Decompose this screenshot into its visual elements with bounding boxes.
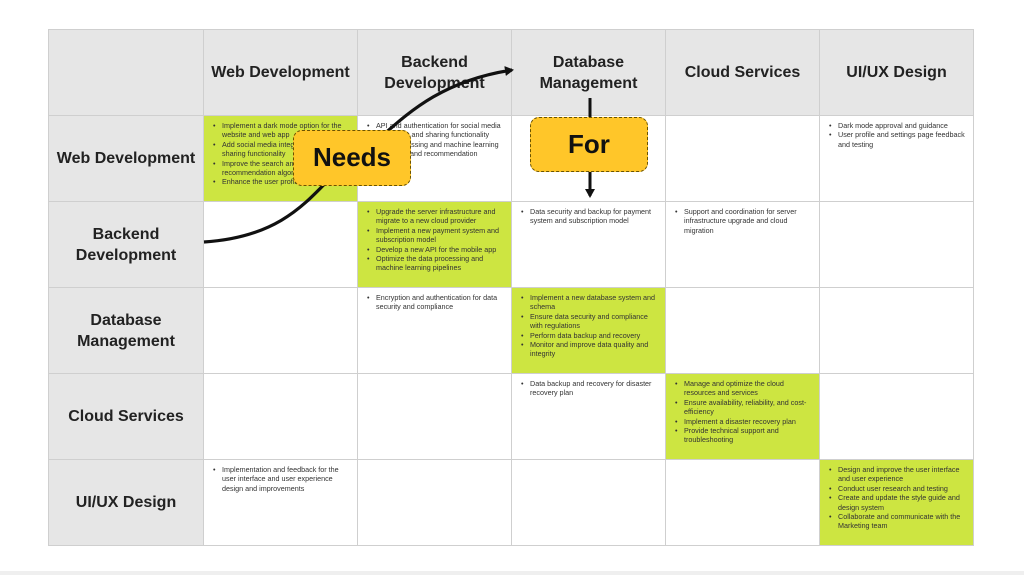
task-item: API and authentication for social media … (367, 121, 505, 140)
row-header: Web Development (48, 115, 204, 202)
row-header: UI/UX Design (48, 459, 204, 546)
task-item: Manage and optimize the cloud resources … (675, 379, 813, 398)
task-item: Create and update the style guide and de… (829, 493, 967, 512)
task-item: Develop a new API for the mobile app (367, 245, 505, 255)
for-label: For (530, 117, 648, 172)
task-item: Provide technical support and troublesho… (675, 426, 813, 445)
dependency-cell: API and authentication for social media … (357, 115, 512, 202)
own-responsibility-cell: Manage and optimize the cloud resources … (665, 373, 820, 460)
dependency-cell: Dark mode approval and guidanceUser prof… (819, 115, 974, 202)
own-responsibility-cell: Implement a new database system and sche… (511, 287, 666, 374)
task-list: Implement a new database system and sche… (512, 288, 665, 359)
dependency-cell (203, 373, 358, 460)
task-item: Enhance the user profile page (213, 177, 351, 187)
task-item: Ensure data security and compliance with… (521, 312, 659, 331)
task-item: Support and coordination for server infr… (675, 207, 813, 235)
dependency-cell: Support and coordination for server infr… (665, 201, 820, 288)
task-item: Implement a disaster recovery plan (675, 417, 813, 427)
task-item: Implement a new payment system and subsc… (367, 226, 505, 245)
dependency-cell (819, 201, 974, 288)
corner-cell (48, 29, 204, 116)
dependency-cell (665, 459, 820, 546)
own-responsibility-cell: Implement a dark mode option for the web… (203, 115, 358, 202)
task-list: Support and coordination for server infr… (666, 202, 819, 235)
matrix-row: UI/UX Design Implementation and feedback … (48, 459, 974, 546)
task-list: Data security and backup for payment sys… (512, 202, 665, 226)
footer-divider (0, 571, 1024, 575)
task-item: Optimize the data processing and machine… (367, 254, 505, 273)
task-item: Ensure availability, reliability, and co… (675, 398, 813, 417)
task-list: Implement a dark mode option for the web… (204, 116, 357, 187)
task-item: Implement a new database system and sche… (521, 293, 659, 312)
dependency-cell: Encryption and authentication for data s… (357, 287, 512, 374)
matrix-row: Cloud Services Data backup and recovery f… (48, 373, 974, 460)
task-item: Perform data backup and recovery (521, 331, 659, 341)
dependency-cell: Data security and backup for payment sys… (511, 201, 666, 288)
dependency-cell: Data backup and recovery for disaster re… (511, 373, 666, 460)
task-list: Design and improve the user interface an… (820, 460, 973, 531)
dependency-cell (511, 459, 666, 546)
row-header: Cloud Services (48, 373, 204, 460)
own-responsibility-cell: Design and improve the user interface an… (819, 459, 974, 546)
needs-label: Needs (293, 130, 411, 186)
dependency-cell (665, 287, 820, 374)
task-item: Design and improve the user interface an… (829, 465, 967, 484)
dependency-cell (357, 459, 512, 546)
task-item: User profile and settings page feedback … (829, 130, 967, 149)
task-item: Collaborate and communicate with the Mar… (829, 512, 967, 531)
task-item: Add social media integration and sharing… (213, 140, 351, 159)
dependency-cell (203, 287, 358, 374)
task-list: Dark mode approval and guidanceUser prof… (820, 116, 973, 149)
dependency-cell (665, 115, 820, 202)
task-list: Data backup and recovery for disaster re… (512, 374, 665, 398)
task-item: Implement a dark mode option for the web… (213, 121, 351, 140)
task-list: Implementation and feedback for the user… (204, 460, 357, 493)
task-item: Dark mode approval and guidance (829, 121, 967, 131)
task-item: Improve the search and recommendation al… (213, 159, 351, 178)
column-header: Cloud Services (665, 29, 820, 116)
task-item: Upgrade the server infrastructure and mi… (367, 207, 505, 226)
own-responsibility-cell: Upgrade the server infrastructure and mi… (357, 201, 512, 288)
task-list: Manage and optimize the cloud resources … (666, 374, 819, 445)
task-item: Implementation and feedback for the user… (213, 465, 351, 493)
dependency-cell: Implementation and feedback for the user… (203, 459, 358, 546)
task-item: Monitor and improve data quality and int… (521, 340, 659, 359)
task-item: Data backup and recovery for disaster re… (521, 379, 659, 398)
task-item: Encryption and authentication for data s… (367, 293, 505, 312)
task-list: Upgrade the server infrastructure and mi… (358, 202, 511, 273)
task-item: Conduct user research and testing (829, 484, 967, 494)
dependency-cell (819, 287, 974, 374)
task-list: Encryption and authentication for data s… (358, 288, 511, 312)
task-item: Data security and backup for payment sys… (521, 207, 659, 226)
dependency-cell (819, 373, 974, 460)
